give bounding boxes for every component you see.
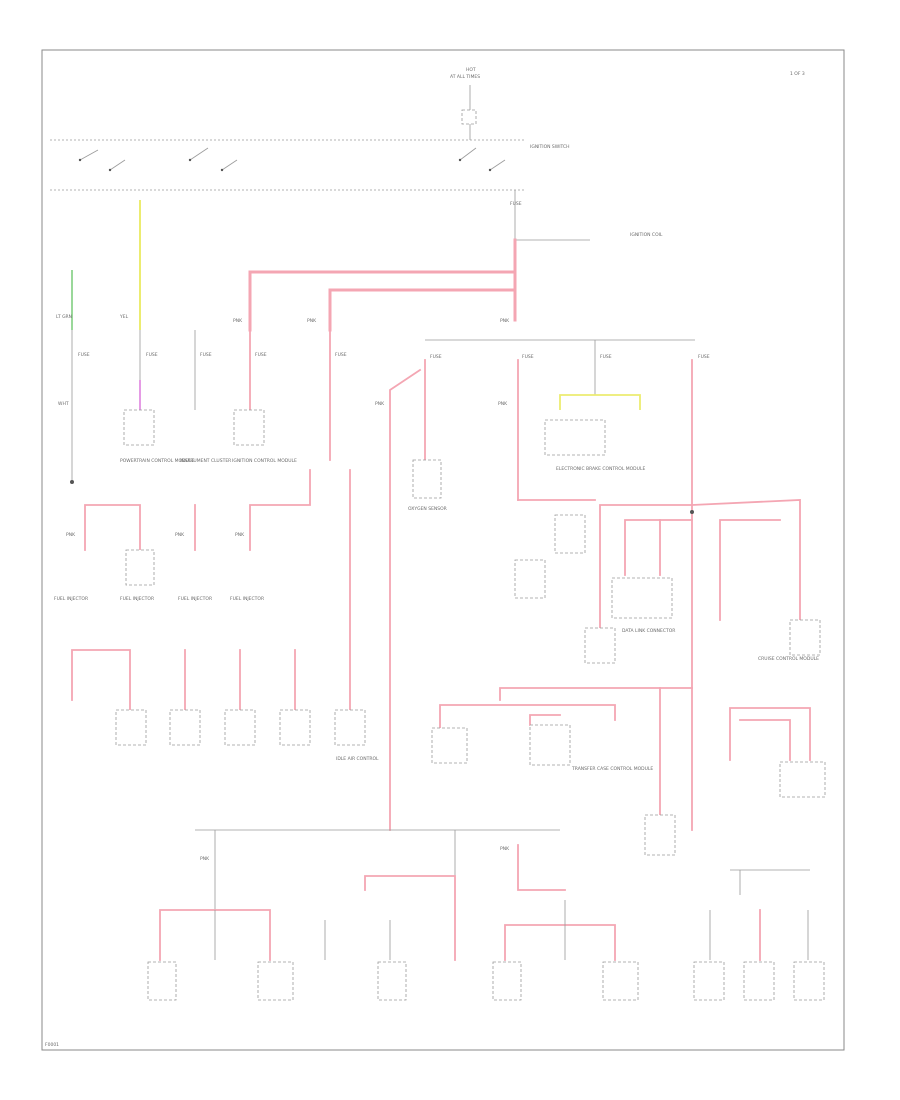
- right-cluster: [517, 499, 801, 631]
- component-center-3: [554, 514, 586, 554]
- fuse-label-2: FUSE: [200, 352, 212, 358]
- component-bottom-8: [793, 961, 825, 1001]
- component-label-3: ELECTRONIC BRAKE CONTROL MODULE: [556, 466, 645, 472]
- component-right-4: [529, 724, 571, 766]
- component-left-7: [279, 709, 311, 746]
- fuse-label-5: FUSE: [430, 354, 442, 360]
- wire-code-12: LT GRN: [56, 314, 72, 320]
- component-bottom-6: [693, 961, 725, 1001]
- component-label-5: FUEL INJECTOR: [120, 596, 154, 602]
- component-label-6: FUEL INJECTOR: [178, 596, 212, 602]
- component-right-7: [644, 814, 676, 856]
- wire-code-8: PNK: [200, 856, 210, 862]
- wire-code-11: YEL: [119, 314, 129, 320]
- component-bottom-4: [492, 961, 522, 1001]
- component-label-13: IGNITION COIL: [630, 232, 663, 238]
- component-bottom-7: [743, 961, 775, 1001]
- component-right-3: [789, 619, 821, 656]
- component-left-8: [334, 709, 366, 746]
- component-bottom-2: [257, 961, 294, 1001]
- component-label-0: POWERTRAIN CONTROL MODULE: [120, 458, 194, 464]
- wire-code-10: WHT: [58, 401, 69, 407]
- wire-yellow-2: [559, 394, 641, 410]
- component-left-4: [115, 709, 147, 746]
- component-left-3: [125, 549, 155, 586]
- lower-right-cluster: [439, 687, 811, 831]
- wire-code-5: PNK: [66, 532, 76, 538]
- bottom-right-grounds: [709, 869, 810, 961]
- power-bus: [248, 238, 517, 332]
- wire-code-6: PNK: [175, 532, 185, 538]
- component-bottom-3: [377, 961, 407, 1001]
- component-right-2: [584, 627, 616, 664]
- component-label-7: FUEL INJECTOR: [230, 596, 264, 602]
- top-label-1: HOT: [466, 67, 476, 73]
- wire-code-1: PNK: [307, 318, 317, 324]
- top-label-2: AT ALL TIMES: [450, 74, 480, 80]
- ignition-switch-2: [188, 147, 238, 172]
- wire-code-9: PNK: [500, 846, 510, 852]
- component-right-5: [431, 727, 468, 764]
- ignition-switch-3: [458, 147, 506, 172]
- fuse-label-7: FUSE: [600, 354, 612, 360]
- left-tier-2: [84, 469, 351, 711]
- component-left-1: [123, 409, 155, 446]
- component-label-12: CRUISE CONTROL MODULE: [758, 656, 819, 662]
- component-label-4: TRANSFER CASE CONTROL MODULE: [571, 766, 653, 772]
- ignition-switch-1: [78, 149, 126, 172]
- fuse-label-1: FUSE: [146, 352, 158, 358]
- component-center-2: [544, 419, 606, 456]
- fuse-label-0: FUSE: [78, 352, 90, 358]
- wire-code-2: PNK: [500, 318, 510, 324]
- component-center-1: [412, 459, 442, 499]
- fuse-label-6: FUSE: [522, 354, 534, 360]
- switch-label: IGNITION SWITCH: [530, 144, 570, 150]
- wire-code-7: PNK: [235, 532, 245, 538]
- diagram-frame: [41, 49, 845, 1051]
- left-fuse-row: [71, 329, 331, 480]
- ground-node-left: [70, 480, 74, 484]
- component-bottom-5: [602, 961, 639, 1001]
- fuse-label-3: FUSE: [255, 352, 267, 358]
- component-label-9: IDLE AIR CONTROL: [336, 756, 379, 762]
- left-tier-3: [71, 649, 296, 711]
- center-drops: [389, 340, 693, 831]
- component-label-8: FUEL INJECTOR: [54, 596, 88, 602]
- bottom-drops: [159, 830, 616, 961]
- component-right-1: [611, 577, 673, 619]
- footer-ref: F0001: [45, 1042, 59, 1048]
- component-label-1: INSTRUMENT CLUSTER: [180, 458, 231, 464]
- component-label-11: DATA LINK CONNECTOR: [622, 628, 675, 634]
- component-left-2: [233, 409, 265, 446]
- main-feed: [461, 85, 590, 241]
- wire-code-4: PNK: [498, 401, 508, 407]
- component-left-5: [169, 709, 201, 746]
- component-center-4: [514, 559, 546, 599]
- fuse-label-9: FUSE: [510, 201, 522, 207]
- wire-code-3: PNK: [375, 401, 385, 407]
- component-label-10: OXYGEN SENSOR: [408, 506, 447, 512]
- component-bottom-1: [147, 961, 177, 1001]
- component-left-6: [224, 709, 256, 746]
- fuse-label-8: FUSE: [698, 354, 710, 360]
- component-right-6: [779, 761, 826, 798]
- wire-code-0: PNK: [233, 318, 243, 324]
- component-label-2: IGNITION CONTROL MODULE: [232, 458, 297, 464]
- fuse-label-4: FUSE: [335, 352, 347, 358]
- corner-ref: 1 OF 3: [790, 71, 805, 77]
